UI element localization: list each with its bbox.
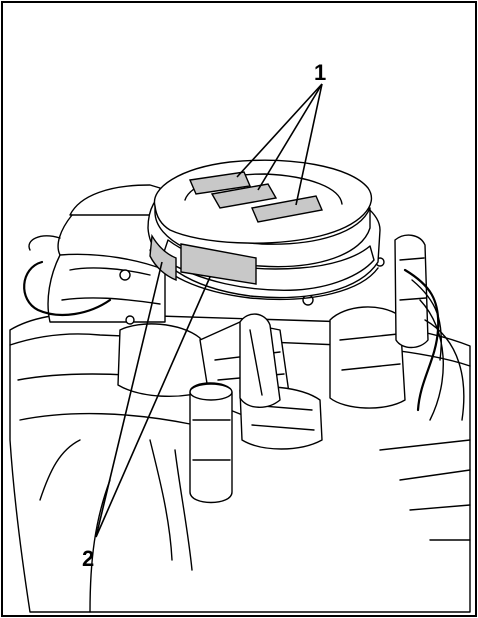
- side-decals: [149, 233, 257, 285]
- decal-side-left: [149, 233, 177, 282]
- engine-block: [9, 184, 471, 613]
- decal-top-left: [188, 171, 252, 195]
- decal-top-middle: [210, 183, 278, 209]
- top-decals: [188, 171, 323, 223]
- decal-top-right: [251, 195, 323, 223]
- callout-label-2: 2: [82, 546, 94, 571]
- callout-label-1: 1: [314, 60, 326, 85]
- leader-lines-2: [95, 261, 211, 538]
- decal-side-right: [180, 243, 257, 285]
- leader-lines-1: [236, 83, 323, 206]
